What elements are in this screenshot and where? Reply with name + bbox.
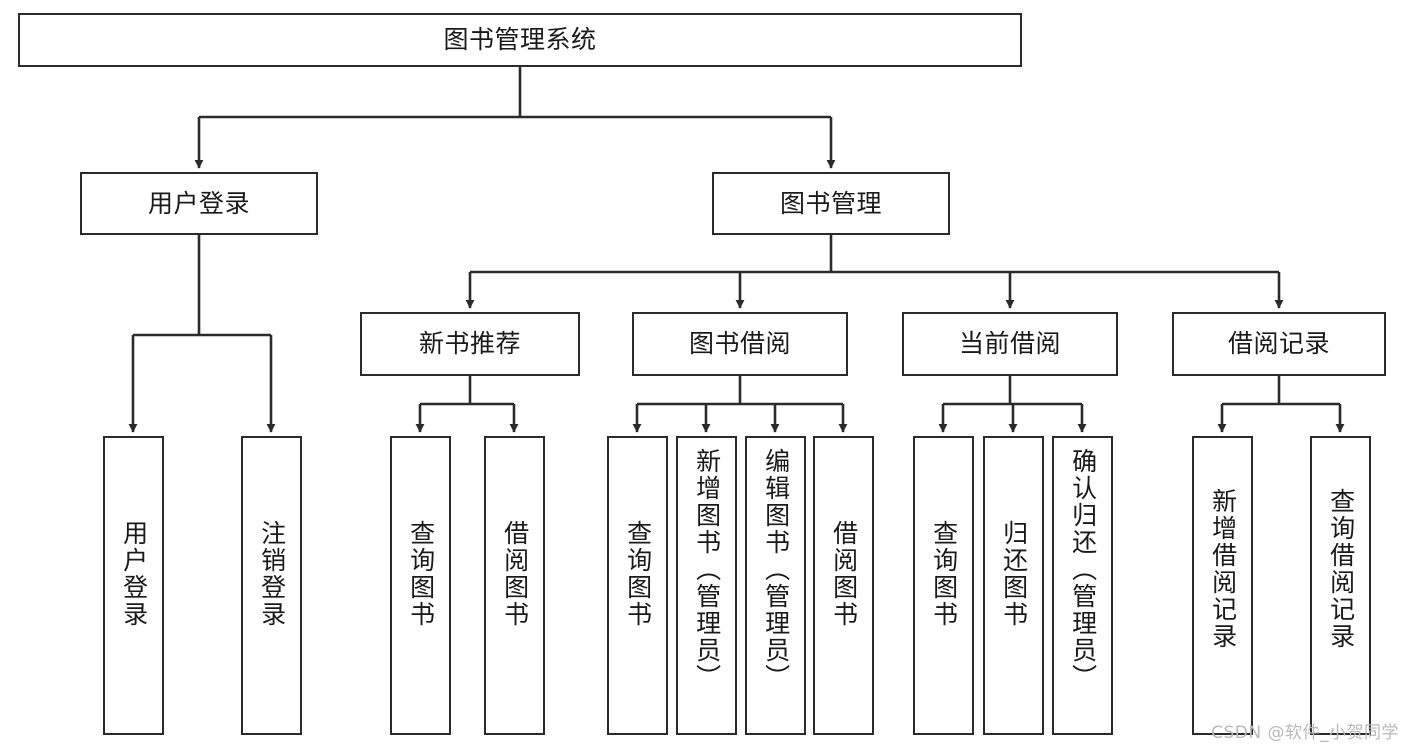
node-label: 确认归还（管理员） <box>1068 448 1098 691</box>
node-label: 归还图书 <box>999 520 1029 628</box>
node-current-borrow[interactable]: 当前借阅 <box>902 312 1118 376</box>
leaf-current-query-book[interactable]: 查询图书 <box>913 436 974 735</box>
leaf-record-query-record[interactable]: 查询借阅记录 <box>1310 436 1371 735</box>
leaf-borrow-query-book[interactable]: 查询图书 <box>607 436 668 735</box>
node-label: 编辑图书（管理员） <box>761 448 791 691</box>
node-label: 查询图书 <box>406 520 436 628</box>
node-label: 图书管理 <box>779 188 882 218</box>
node-label: 借阅图书 <box>829 520 859 628</box>
node-label: 图书管理系统 <box>443 25 597 55</box>
node-label: 新书推荐 <box>418 329 521 359</box>
leaf-record-add-record[interactable]: 新增借阅记录 <box>1192 436 1253 735</box>
leaf-recommend-borrow-book[interactable]: 借阅图书 <box>484 436 545 735</box>
leaf-current-confirm-return-admin[interactable]: 确认归还（管理员） <box>1052 436 1113 735</box>
node-book-borrow[interactable]: 图书借阅 <box>632 312 848 376</box>
node-label: 新增借阅记录 <box>1208 488 1238 650</box>
node-label: 注销登录 <box>257 520 287 628</box>
leaf-borrow-add-book-admin[interactable]: 新增图书（管理员） <box>676 436 737 735</box>
leaf-user-login-do[interactable]: 用户登录 <box>103 436 164 735</box>
node-book-management[interactable]: 图书管理 <box>712 172 950 235</box>
node-label: 借阅图书 <box>500 520 530 628</box>
node-label: 用户登录 <box>147 188 250 218</box>
leaf-borrow-edit-book-admin[interactable]: 编辑图书（管理员） <box>745 436 806 735</box>
node-label: 查询图书 <box>623 520 653 628</box>
node-label: 借阅记录 <box>1227 329 1330 359</box>
node-label: 当前借阅 <box>958 329 1061 359</box>
leaf-borrow-borrow-book[interactable]: 借阅图书 <box>813 436 874 735</box>
node-label: 用户登录 <box>119 520 149 628</box>
node-label: 查询借阅记录 <box>1326 488 1356 650</box>
leaf-current-return-book[interactable]: 归还图书 <box>983 436 1044 735</box>
node-root-system[interactable]: 图书管理系统 <box>18 13 1022 67</box>
node-user-login[interactable]: 用户登录 <box>80 172 318 235</box>
node-label: 新增图书（管理员） <box>692 448 722 691</box>
node-new-book-recommend[interactable]: 新书推荐 <box>360 312 580 376</box>
node-label: 图书借阅 <box>688 329 791 359</box>
leaf-recommend-query-book[interactable]: 查询图书 <box>390 436 451 735</box>
node-label: 查询图书 <box>929 520 959 628</box>
node-borrow-record[interactable]: 借阅记录 <box>1172 312 1386 376</box>
leaf-user-logout[interactable]: 注销登录 <box>241 436 302 735</box>
